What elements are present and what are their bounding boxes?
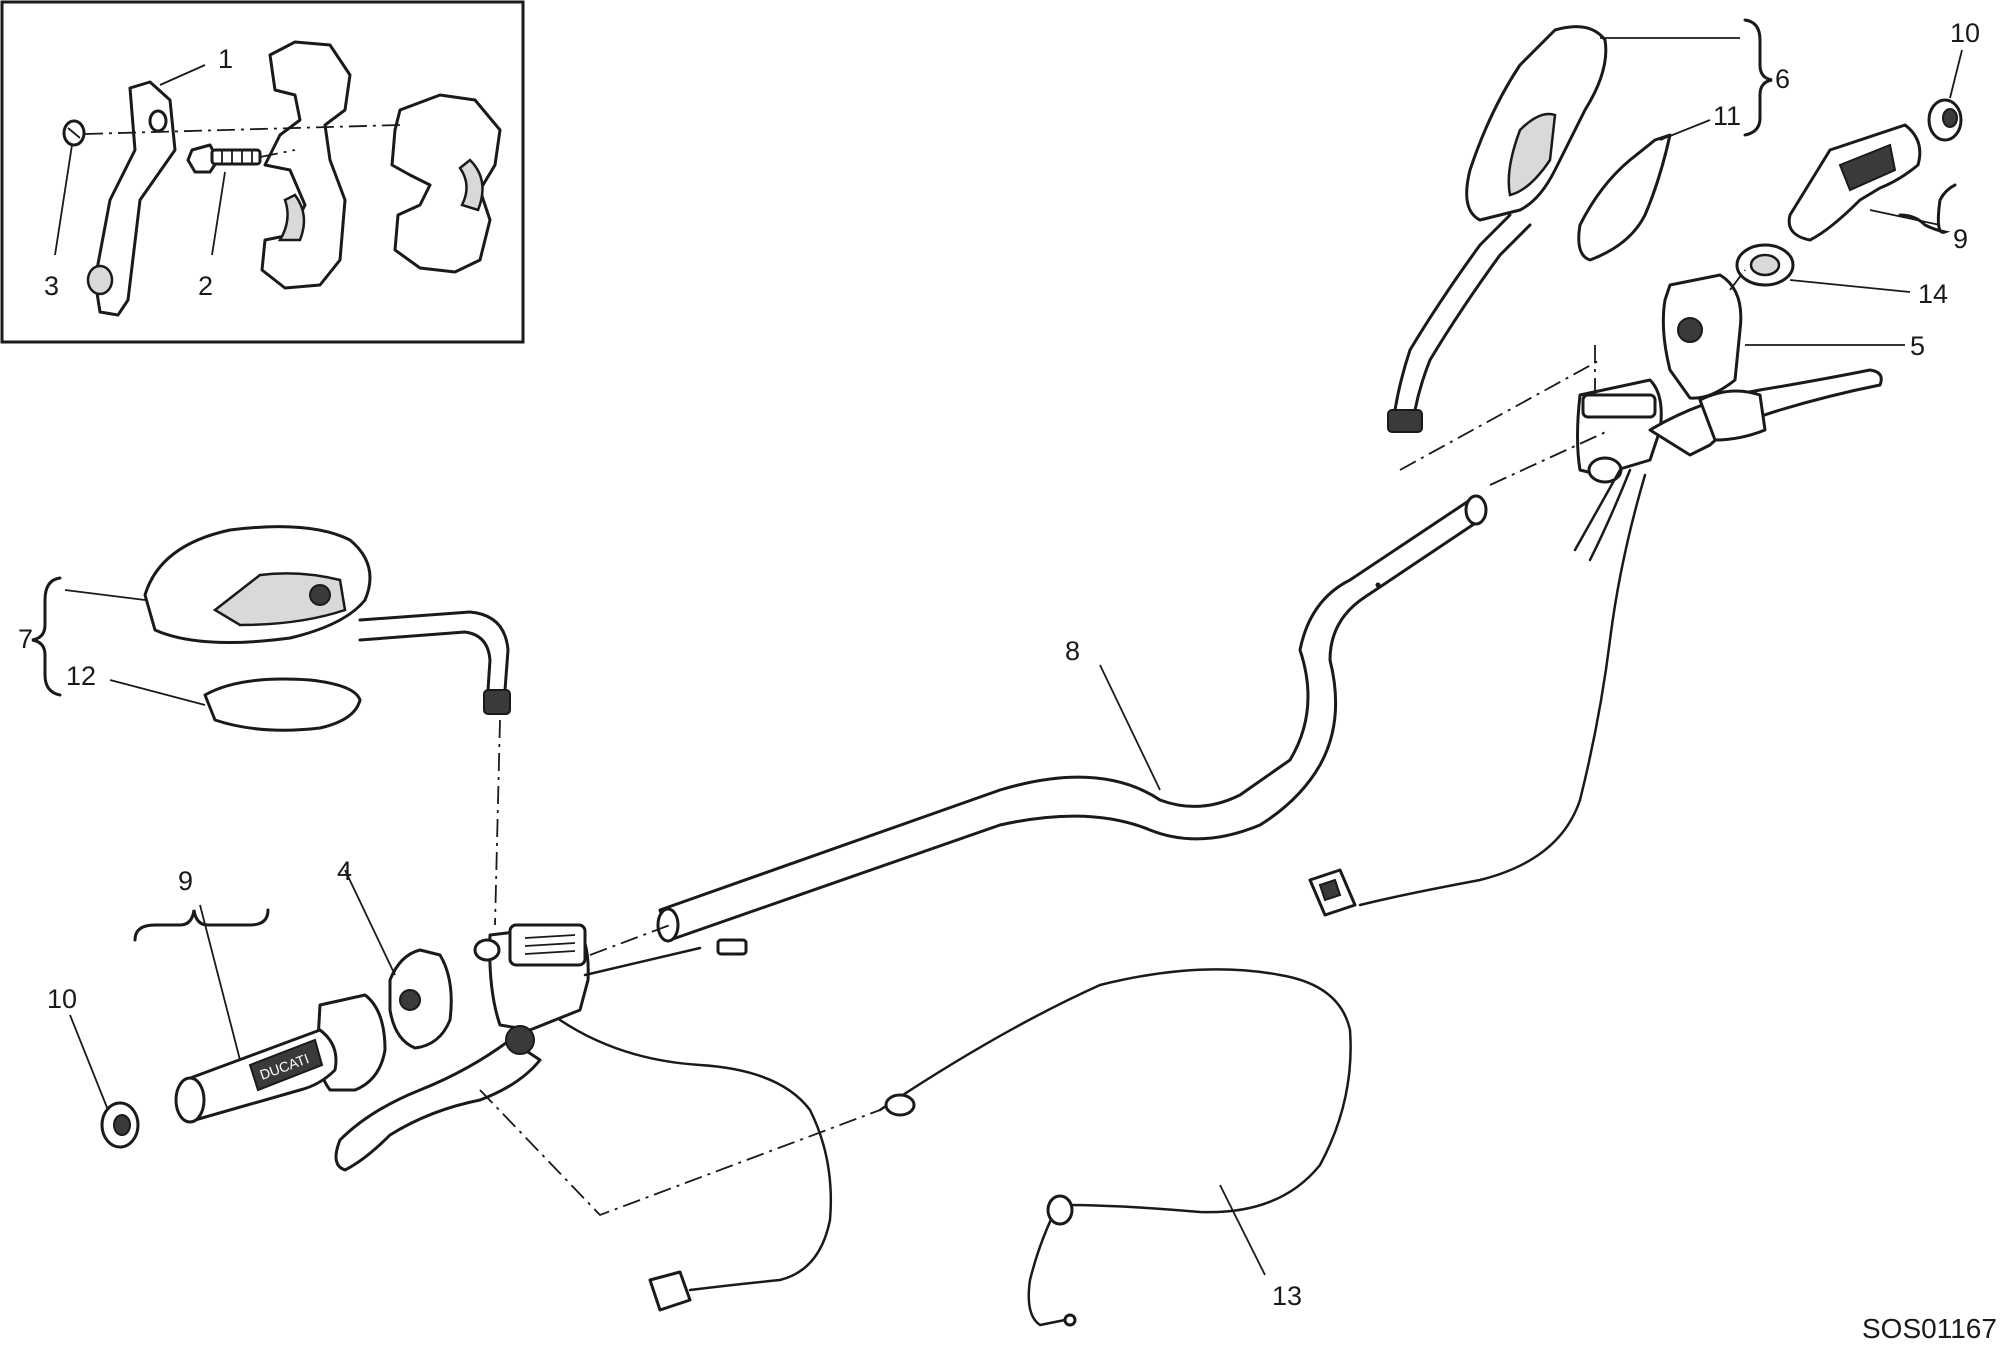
grip-right (1735, 98, 1963, 287)
grip-left-end (174, 1076, 206, 1124)
brace-6 (1743, 18, 1773, 137)
right-harness-connector-pin (1318, 878, 1342, 902)
mirror-left-stem (358, 610, 510, 692)
throttle-cable (878, 968, 1352, 1327)
inset-screw (62, 119, 86, 147)
clutch-mount-bolt (473, 938, 501, 962)
callout-1: 1 (218, 44, 233, 74)
clutch-lever (334, 1038, 542, 1172)
callout-5: 5 (1910, 331, 1925, 361)
brace-7 (31, 576, 62, 697)
clutch-switch-lead (583, 946, 702, 977)
throttle-cable-grommet (1046, 1194, 1074, 1226)
callout-9-left: 9 (178, 866, 193, 896)
assembly-lines (479, 269, 1746, 1217)
callout-6: 6 (1775, 64, 1790, 94)
inset-bracket-hole-lower (86, 264, 114, 296)
end-cap-right-center (1942, 108, 1958, 128)
handlebar (656, 494, 1488, 943)
inset-bolt (186, 143, 262, 174)
brace-9-right (1898, 183, 1957, 234)
left-controls (334, 923, 833, 1312)
brace-9-left (133, 908, 270, 942)
mirror-right-shade (1507, 112, 1557, 197)
callout-14: 14 (1918, 279, 1948, 309)
callout-9-right: 9 (1953, 224, 1968, 254)
clutch-lever-pivot (505, 1025, 535, 1055)
inset-axis-line (84, 124, 401, 135)
end-cap-left-center (113, 1114, 131, 1136)
callout-2: 2 (198, 271, 213, 301)
callout-3: 3 (44, 271, 59, 301)
callout-10-left: 10 (47, 984, 77, 1014)
mirror-left-nut (483, 689, 511, 715)
mirror-left-shade (212, 572, 347, 627)
right-controls (1308, 273, 1883, 917)
inset-bracket-hole (148, 109, 168, 133)
inset-clamp-upper-shade (277, 193, 306, 242)
inset-detail (0, 0, 525, 344)
right-harness-cable (1358, 473, 1647, 907)
dust-cover-right-hole (1749, 253, 1781, 277)
callout-8: 8 (1065, 636, 1080, 666)
callout-11: 11 (1713, 101, 1741, 131)
mirror-right-nut (1387, 409, 1423, 433)
clutch-switch-connector (716, 938, 748, 956)
inset-clamp-lower (390, 93, 502, 274)
throttle-cable-adjuster (884, 1093, 916, 1117)
mirror-right (1387, 25, 1608, 433)
grip-right-knurl (1838, 143, 1897, 192)
callout-7: 7 (18, 624, 33, 654)
callout-13: 13 (1272, 1281, 1302, 1311)
mirror-right-stem (1393, 213, 1532, 412)
callout-4: 4 (337, 856, 352, 886)
throttle-cable-line (878, 968, 1352, 1214)
inset-bracket-arm (93, 80, 177, 317)
grip-left: DUCATI (100, 993, 387, 1149)
right-switch-housing (1661, 273, 1743, 400)
left-harness-cable (558, 1018, 833, 1292)
callout-10-right: 10 (1950, 18, 1980, 48)
left-harness-connector (648, 1270, 692, 1312)
drawing-code: SOS01167 (1862, 1313, 1997, 1344)
grip-left-brand-panel (248, 1038, 324, 1092)
master-cylinder-right-cap (1581, 393, 1657, 419)
mirror-right-cover (1577, 133, 1672, 262)
handlebar-end-right (1464, 494, 1488, 526)
throttle-cable-end (1063, 1313, 1077, 1327)
inset-bolt-axis (259, 149, 296, 158)
mirror-left (143, 525, 511, 715)
leader-lines (54, 37, 1963, 1276)
handlebar-tube (658, 498, 1482, 942)
handlebar-mark (1375, 582, 1381, 588)
left-switch-button (399, 989, 421, 1011)
brake-lever-right-pivot (1698, 389, 1767, 442)
right-switch-button (1677, 317, 1703, 343)
mirror-left-pivot (309, 584, 331, 606)
callout-12: 12 (66, 661, 96, 691)
mirror-left-cover (203, 677, 362, 732)
right-switch-cable (1573, 468, 1632, 562)
inset-clamp-lower-shade (458, 158, 484, 212)
